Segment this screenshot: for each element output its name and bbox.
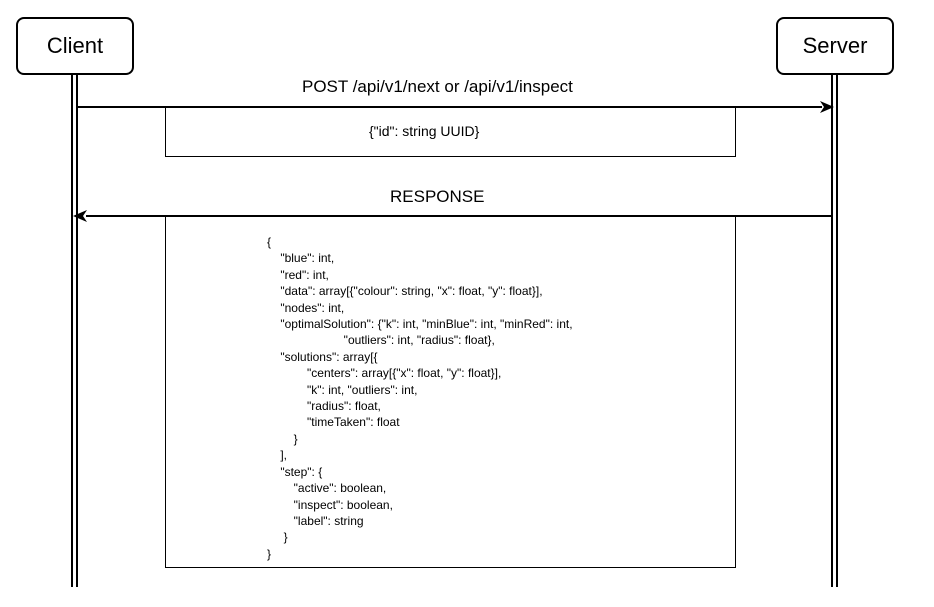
request-label: POST /api/v1/next or /api/v1/inspect	[302, 77, 573, 96]
request-body-text: {"id": string UUID}	[369, 123, 480, 139]
request-body-note: {"id": string UUID}	[165, 107, 736, 157]
client-label: Client	[46, 33, 104, 58]
server-lifeline	[831, 75, 838, 587]
client-actor: Client	[16, 17, 134, 75]
response-label: RESPONSE	[390, 187, 485, 206]
response-body-note: { "blue": int, "red": int, "data": array…	[165, 216, 736, 568]
server-label: Server	[802, 33, 868, 58]
response-body-text: { "blue": int, "red": int, "data": array…	[267, 235, 573, 561]
client-lifeline	[71, 75, 78, 587]
response-arrow-head	[73, 210, 87, 222]
server-actor: Server	[776, 17, 894, 75]
request-arrow-head	[820, 101, 834, 113]
